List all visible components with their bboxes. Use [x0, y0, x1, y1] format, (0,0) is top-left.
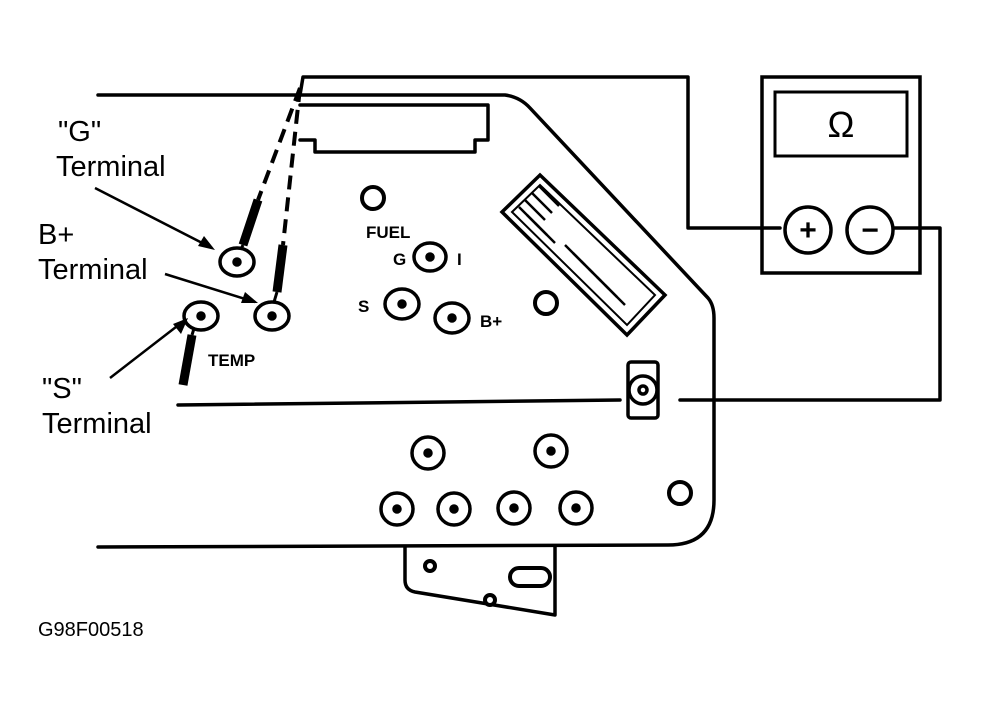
temp-label: TEMP — [208, 351, 255, 370]
callout-arrows — [94, 186, 256, 379]
s-terminal-label: Terminal — [42, 408, 152, 440]
housing-outline — [96, 75, 782, 230]
bracket-slot — [508, 566, 552, 588]
minus-jack-label: − — [861, 214, 879, 247]
arrowhead-s — [173, 318, 188, 334]
test-lead-s — [176, 398, 622, 407]
top-connector — [298, 103, 490, 154]
bracket-hole — [423, 559, 437, 573]
lower-nut-1 — [410, 435, 446, 471]
hole-top — [360, 185, 386, 211]
lower-nut-4 — [436, 491, 472, 527]
lower-nut-3 — [379, 491, 415, 527]
g-terminal-label: Terminal — [56, 151, 166, 183]
circuit-board-outline — [96, 93, 716, 549]
minus-jack — [845, 205, 895, 255]
mounting-bracket — [403, 545, 557, 617]
fuel-bplus-nut — [433, 301, 471, 335]
ohm-symbol: Ω — [828, 104, 855, 145]
hole-mid — [533, 290, 559, 316]
fuel-bplus-label: B+ — [480, 312, 502, 331]
bplus-terminal-title: B+ — [38, 219, 74, 251]
s-terminal-nut — [182, 300, 220, 332]
figure-id: G98F00518 — [38, 619, 144, 641]
fuel-g-nut — [412, 241, 448, 273]
arrowhead-g — [198, 236, 215, 250]
fuel-i-label: I — [457, 250, 462, 269]
g-terminal-nut — [218, 246, 256, 278]
lower-nut-5 — [496, 490, 532, 526]
fuel-s-label: S — [358, 297, 369, 316]
bplus-terminal-label: Terminal — [38, 254, 148, 286]
plus-jack-label: + — [799, 214, 817, 247]
lower-nut-2 — [533, 433, 569, 469]
ohmmeter: Ω + − — [760, 75, 922, 275]
bulb-socket — [626, 360, 660, 420]
test-lead-negative — [678, 226, 942, 402]
fuel-s-nut — [383, 287, 421, 321]
bracket-hole-2 — [483, 593, 497, 607]
fuel-g-label: G — [393, 250, 406, 269]
test-leads-dashed — [256, 87, 302, 246]
lower-nut-6 — [558, 490, 594, 526]
hole-lower — [667, 480, 693, 506]
fuel-label: FUEL — [366, 223, 410, 242]
resistors — [178, 198, 288, 386]
s-terminal-quote: "S" — [42, 373, 82, 405]
arrowhead-bplus — [241, 292, 258, 303]
ribbon-connector — [499, 172, 668, 338]
bplus-terminal-nut — [253, 300, 291, 332]
g-terminal-quote: "G" — [58, 116, 101, 148]
plus-jack — [783, 205, 833, 255]
